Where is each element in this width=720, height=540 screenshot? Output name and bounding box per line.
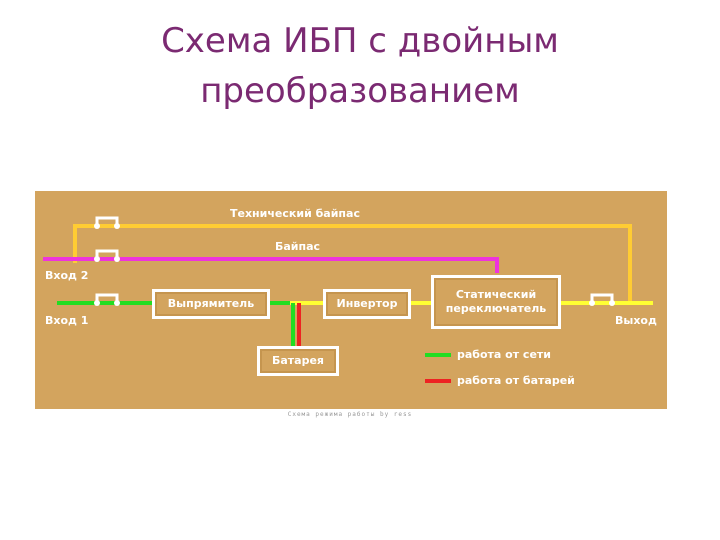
tech-bypass-switch-icon: [94, 216, 120, 229]
inverter-block: Инвертор: [323, 289, 411, 319]
input1-switch-icon: [94, 293, 120, 306]
legend-mains-label: работа от сети: [457, 348, 551, 361]
rectifier-label: Выпрямитель: [167, 297, 255, 310]
slide-title-line1: Схема ИБП с двойным: [161, 21, 559, 61]
tech-bypass-label: Технический байпас: [230, 207, 360, 220]
slide-title: Схема ИБП с двойным преобразованием: [0, 16, 720, 116]
tech-bypass-line: [73, 224, 632, 303]
legend-battery-label: работа от батарей: [457, 374, 575, 387]
static-switch-label-line1: Статический: [455, 288, 537, 301]
slide-title-line2: преобразованием: [200, 71, 520, 111]
output-label: Выход: [615, 314, 657, 327]
diagram-caption: Схема режима работы by ress: [287, 411, 413, 418]
input1-label: Вход 1: [45, 314, 89, 327]
bypass-line: [43, 257, 499, 273]
static-switch-label-line2: переключатель: [445, 302, 547, 315]
static-switch-block: Статический переключатель: [431, 275, 561, 329]
ups-diagram: Технический байпас Байпас Вход 2 Вход 1 …: [35, 191, 667, 409]
rectifier-block: Выпрямитель: [152, 289, 270, 319]
battery-label: Батарея: [271, 354, 324, 367]
bypass-label: Байпас: [275, 240, 321, 253]
inverter-label: Инвертор: [336, 297, 398, 310]
battery-block: Батарея: [257, 346, 339, 376]
bypass-switch-icon: [94, 249, 120, 262]
input2-label: Вход 2: [45, 269, 89, 282]
output-switch-icon: [589, 293, 615, 306]
